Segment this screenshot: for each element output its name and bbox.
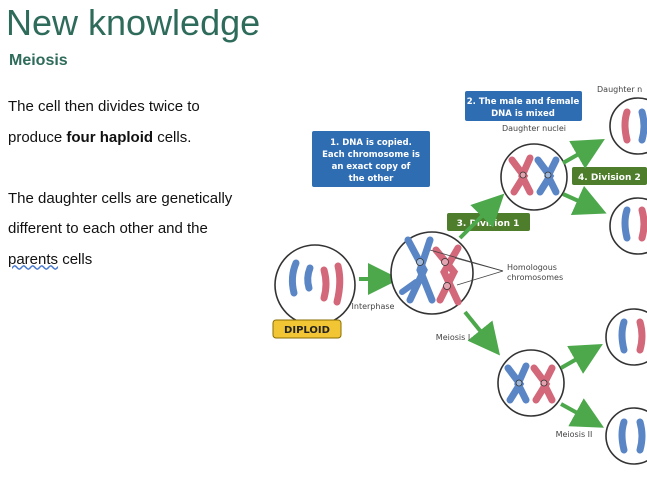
pointer-line — [456, 270, 504, 286]
paragraph-line: different to each other and the — [8, 220, 208, 237]
cell-haploid-4 — [605, 407, 647, 465]
step1-line-2: Each chromosome is — [322, 150, 420, 160]
slide-body: The cell then divides twice to produce f… — [8, 92, 258, 275]
arrow-division2-b — [562, 185, 607, 216]
daughter-nuclei-label: Daughter nuclei — [502, 124, 566, 133]
pointer-line — [454, 257, 504, 272]
meiosis-2-label: Meiosis II — [556, 430, 593, 439]
slide-title: New knowledge — [6, 2, 261, 43]
step3-label: 3. Division 1 — [457, 219, 520, 229]
paragraph-line: parents cells — [8, 245, 258, 276]
step4-label: 4. Division 2 — [578, 173, 641, 183]
cell-daughter-lower — [497, 349, 565, 417]
arrow-division2-d — [560, 398, 605, 428]
cell-diploid — [274, 244, 356, 326]
arrow-division1-down — [463, 310, 501, 356]
arrow-division1-up — [458, 193, 505, 240]
paragraph-line: The daughter cells are genetically — [8, 189, 233, 207]
diploid-label: DIPLOID — [284, 325, 330, 336]
step2-line-2: DNA is mixed — [491, 109, 555, 119]
step1-box — [312, 131, 430, 187]
step1-line-3: an exact copy of — [332, 162, 411, 172]
interphase-label: Interphase — [352, 302, 395, 311]
text-run: cells. — [153, 128, 192, 146]
meiosis-1-label: Meiosis I — [436, 333, 470, 342]
cell-haploid-3 — [605, 308, 647, 366]
paragraph-line: The cell then divides twice to — [8, 98, 200, 115]
daughter-n-label: Daughter n — [597, 85, 642, 94]
arrow-division2-c — [560, 344, 603, 374]
homologous-label-2: chromosomes — [507, 273, 563, 282]
text-run: produce — [8, 128, 67, 146]
text-run: cells — [58, 250, 93, 268]
arrow-division2-a — [562, 139, 605, 169]
step1-line-1: 1. DNA is copied. — [330, 138, 412, 148]
cell-haploid-2 — [609, 197, 647, 255]
bold-text: four haploid — [66, 128, 154, 146]
cell-haploid-1 — [609, 97, 647, 155]
step1-line-4: the other — [349, 174, 395, 184]
cell-duplicated — [390, 231, 474, 315]
diploid-badge — [272, 319, 342, 339]
paragraph-line: produce four haploid cells. — [8, 123, 258, 154]
slide-subtitle: Meiosis — [9, 52, 68, 69]
step2-line-1: 2. The male and female — [467, 97, 580, 107]
cell-daughter-upper — [500, 143, 568, 211]
homologous-label-1: Homologous — [507, 263, 557, 272]
spellcheck-word: parents — [8, 250, 59, 268]
step4-box — [572, 167, 647, 185]
step2-box — [465, 91, 582, 121]
